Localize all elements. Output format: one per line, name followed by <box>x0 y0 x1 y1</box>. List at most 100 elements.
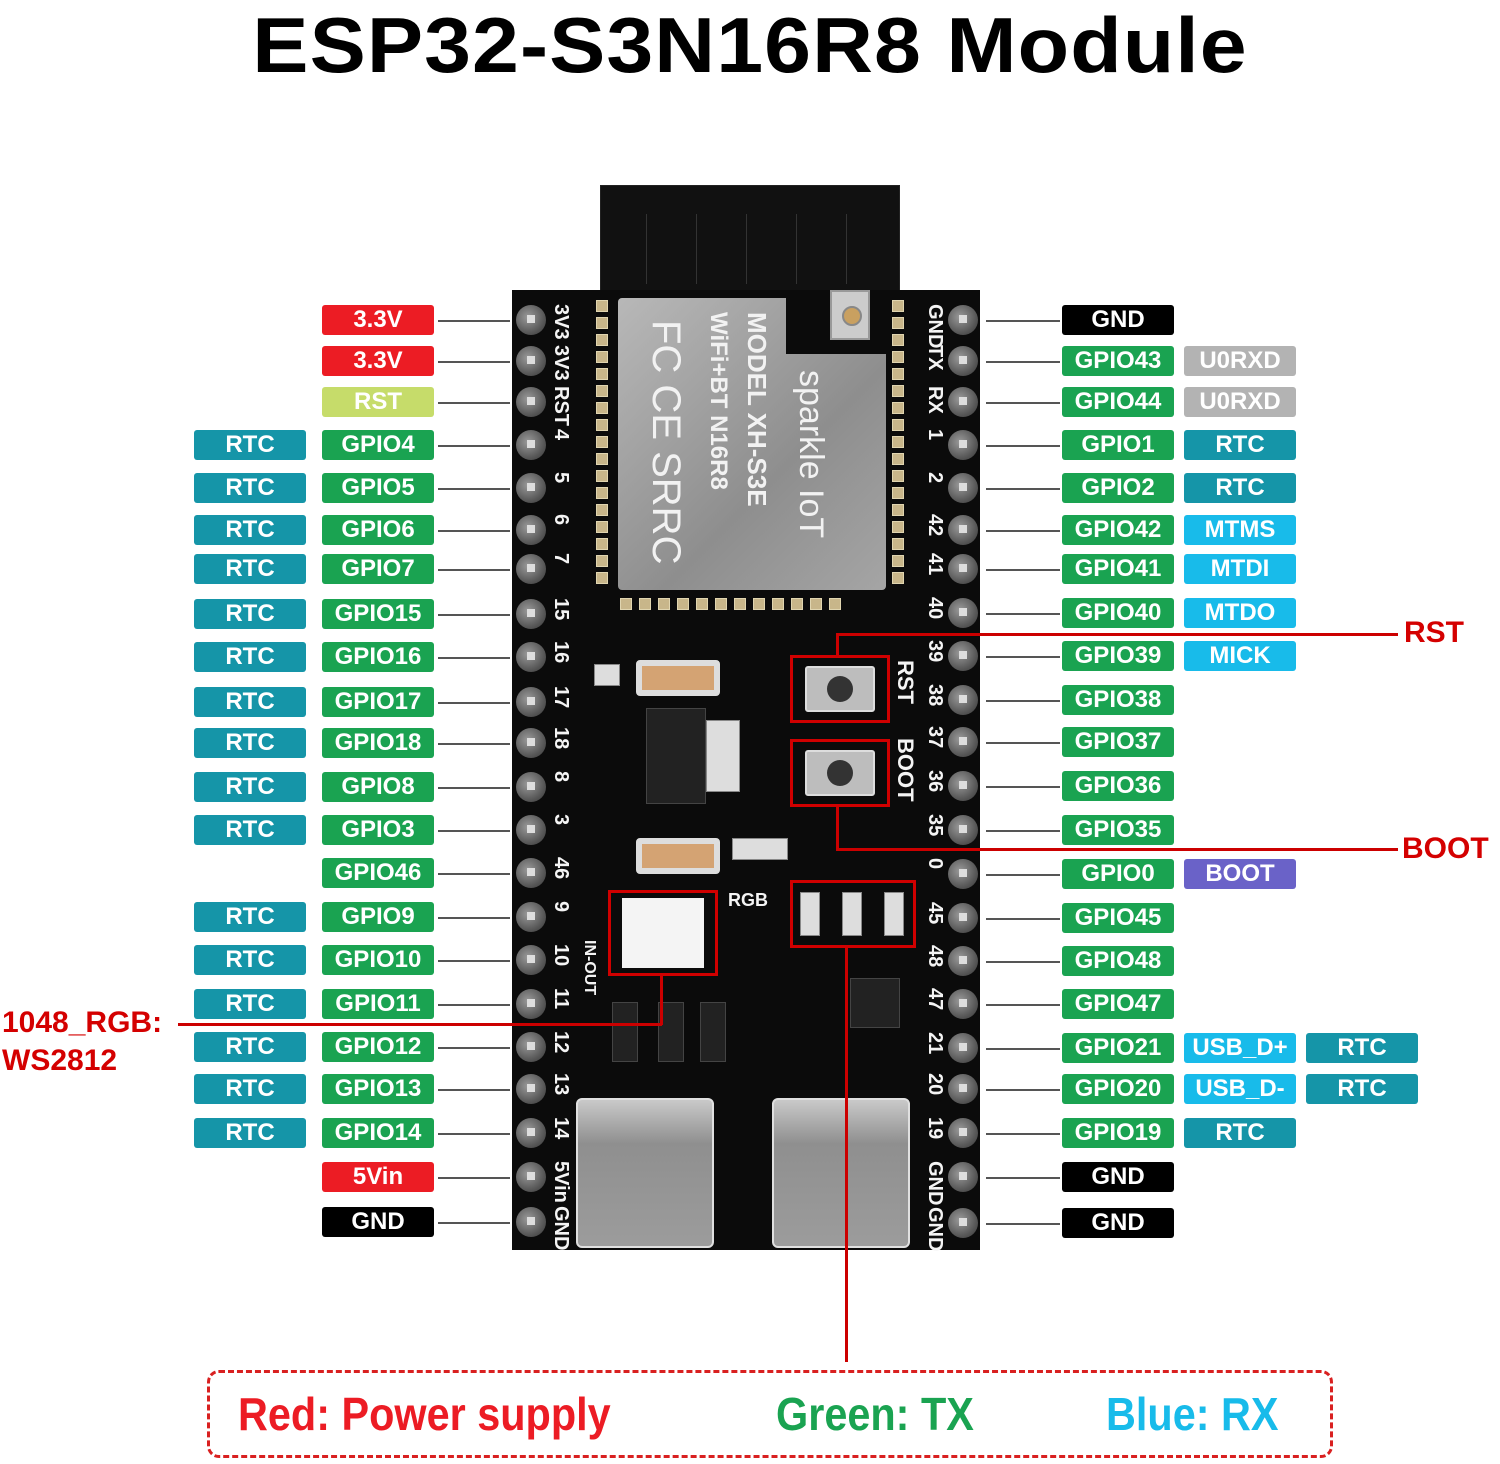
module-pad <box>892 453 904 465</box>
silk-label: GND <box>924 1207 946 1252</box>
smd-resistor <box>732 838 788 860</box>
header-pin <box>516 945 546 975</box>
module-pad <box>596 572 608 584</box>
ufl-antenna-connector <box>830 290 870 340</box>
pin-function-mtdo: MTDO <box>1184 598 1296 628</box>
status-led <box>884 892 904 936</box>
header-pin <box>948 1118 978 1148</box>
leader-line <box>438 488 510 490</box>
silk-in-out: IN-OUT <box>581 940 598 996</box>
leader-line <box>438 1004 510 1006</box>
silk-label: 17 <box>550 686 572 709</box>
usb-uart-chip <box>850 978 900 1028</box>
pin-label-gpio48: GPIO48 <box>1062 946 1174 976</box>
leader-line <box>986 1004 1060 1006</box>
leader-line <box>438 402 510 404</box>
pin-function-rtc: RTC <box>1184 430 1296 460</box>
pin-label-gpio17: GPIO17 <box>322 687 434 717</box>
module-pad <box>596 521 608 533</box>
silk-rst: RST <box>893 660 918 704</box>
module-pad <box>734 598 746 610</box>
pin-function-rtc: RTC <box>1184 473 1296 503</box>
pin-label-gpio3: GPIO3 <box>322 815 434 845</box>
module-pad <box>596 538 608 550</box>
led-array-highlight <box>790 880 916 948</box>
silk-label: 39 <box>924 640 946 663</box>
leader-line <box>986 874 1060 876</box>
pin-function-u0rxd: U0RXD <box>1184 387 1296 417</box>
pin-label-gpio20: GPIO20 <box>1062 1074 1174 1104</box>
leader-line <box>986 700 1060 702</box>
pin-function-rtc: RTC <box>194 772 306 802</box>
header-pin <box>516 430 546 460</box>
boot-button-highlight <box>790 739 890 807</box>
leader-line <box>438 657 510 659</box>
leader-line <box>438 702 510 704</box>
leader-line <box>438 743 510 745</box>
module-pad <box>596 300 608 312</box>
pin-label-gpio42: GPIO42 <box>1062 515 1174 545</box>
module-pad <box>596 487 608 499</box>
module-pad <box>596 470 608 482</box>
silk-label: 3 <box>550 814 572 826</box>
pin-label-gpio37: GPIO37 <box>1062 727 1174 757</box>
pin-label-gnd: GND <box>1062 305 1174 335</box>
leader-line <box>438 614 510 616</box>
pin-label-gpio6: GPIO6 <box>322 515 434 545</box>
module-pad <box>892 521 904 533</box>
pin-label-5vin: 5Vin <box>322 1162 434 1192</box>
leader-line <box>438 917 510 919</box>
module-pad <box>892 572 904 584</box>
pin-label-gpio39: GPIO39 <box>1062 641 1174 671</box>
header-pin <box>948 473 978 503</box>
leader-line <box>986 1048 1060 1050</box>
header-pin <box>516 1074 546 1104</box>
silk-label: 12 <box>550 1031 572 1054</box>
pin-function-rtc: RTC <box>194 728 306 758</box>
pin-function-rtc: RTC <box>194 815 306 845</box>
silk-label: 5Vin <box>550 1161 572 1203</box>
silk-label: 0 <box>924 858 946 870</box>
module-pad <box>892 555 904 567</box>
header-pin <box>516 346 546 376</box>
module-pad <box>620 598 632 610</box>
usb-c-port-right[interactable] <box>772 1098 910 1248</box>
leader-line <box>438 1089 510 1091</box>
header-pin <box>516 772 546 802</box>
legend-green-tx: Green: TX <box>776 1388 974 1440</box>
module-pad <box>892 368 904 380</box>
usb-c-port-left[interactable] <box>576 1098 714 1248</box>
pin-label-gpio7: GPIO7 <box>322 554 434 584</box>
header-pin <box>948 598 978 628</box>
silk-label: 48 <box>924 945 946 968</box>
header-pin <box>516 1162 546 1192</box>
pin-label-gpio1: GPIO1 <box>1062 430 1174 460</box>
pin-function-rtc: RTC <box>194 1074 306 1104</box>
module-pad <box>892 487 904 499</box>
silk-label: 10 <box>550 944 572 967</box>
silk-label: 1 <box>924 429 946 441</box>
module-pad <box>658 598 670 610</box>
silk-label: 40 <box>924 597 946 620</box>
silk-label: 18 <box>550 727 572 750</box>
module-pad <box>772 598 784 610</box>
pin-label-gnd: GND <box>1062 1162 1174 1192</box>
leader-line <box>986 320 1060 322</box>
leader-line <box>438 830 510 832</box>
module-pad <box>892 402 904 414</box>
silk-label: TX <box>924 345 946 371</box>
header-pin <box>948 727 978 757</box>
pin-label-gpio14: GPIO14 <box>322 1118 434 1148</box>
module-model: MODEL XH-S3E <box>742 312 772 507</box>
header-pin <box>948 515 978 545</box>
voltage-regulator <box>646 708 706 804</box>
silk-label: 3V3 <box>550 345 572 381</box>
pin-label-gpio12: GPIO12 <box>322 1032 434 1062</box>
module-spec: WiFi+BT N16R8 <box>705 312 732 490</box>
boot-callout-line <box>836 848 1398 851</box>
silk-label: 41 <box>924 553 946 576</box>
header-pin <box>948 771 978 801</box>
module-pad <box>892 351 904 363</box>
module-pad <box>596 453 608 465</box>
pin-label-gpio15: GPIO15 <box>322 599 434 629</box>
